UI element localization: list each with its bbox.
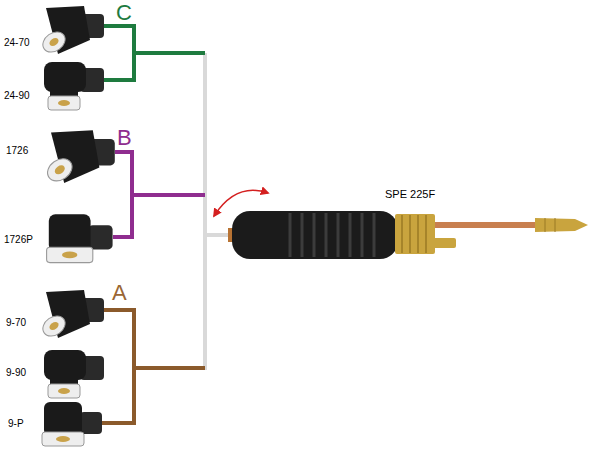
group-letter: B bbox=[117, 125, 132, 150]
torch-handle bbox=[228, 211, 588, 259]
part-number: 24-70 bbox=[4, 37, 30, 49]
group-letter: A bbox=[112, 280, 127, 305]
torch-head bbox=[44, 350, 104, 398]
group-letter: C bbox=[116, 0, 132, 25]
part-number: 1726 bbox=[6, 145, 28, 157]
group-bracket bbox=[102, 310, 205, 423]
part-number: 9-P bbox=[8, 418, 24, 430]
torch-head bbox=[43, 130, 114, 185]
torch-head bbox=[39, 290, 104, 340]
part-number: 9-90 bbox=[6, 367, 26, 379]
torch-head bbox=[42, 402, 102, 446]
part-number: 1726P bbox=[4, 234, 33, 246]
part-number: 24-90 bbox=[4, 90, 30, 102]
part-number: 9-70 bbox=[6, 317, 26, 329]
group-bracket bbox=[104, 26, 205, 80]
torch-head bbox=[39, 6, 104, 56]
torch-head bbox=[44, 62, 104, 110]
trunk-line bbox=[205, 53, 232, 370]
torch-head bbox=[47, 214, 113, 262]
part-name: SPE 225F bbox=[385, 188, 435, 201]
group-bracket bbox=[113, 152, 205, 237]
